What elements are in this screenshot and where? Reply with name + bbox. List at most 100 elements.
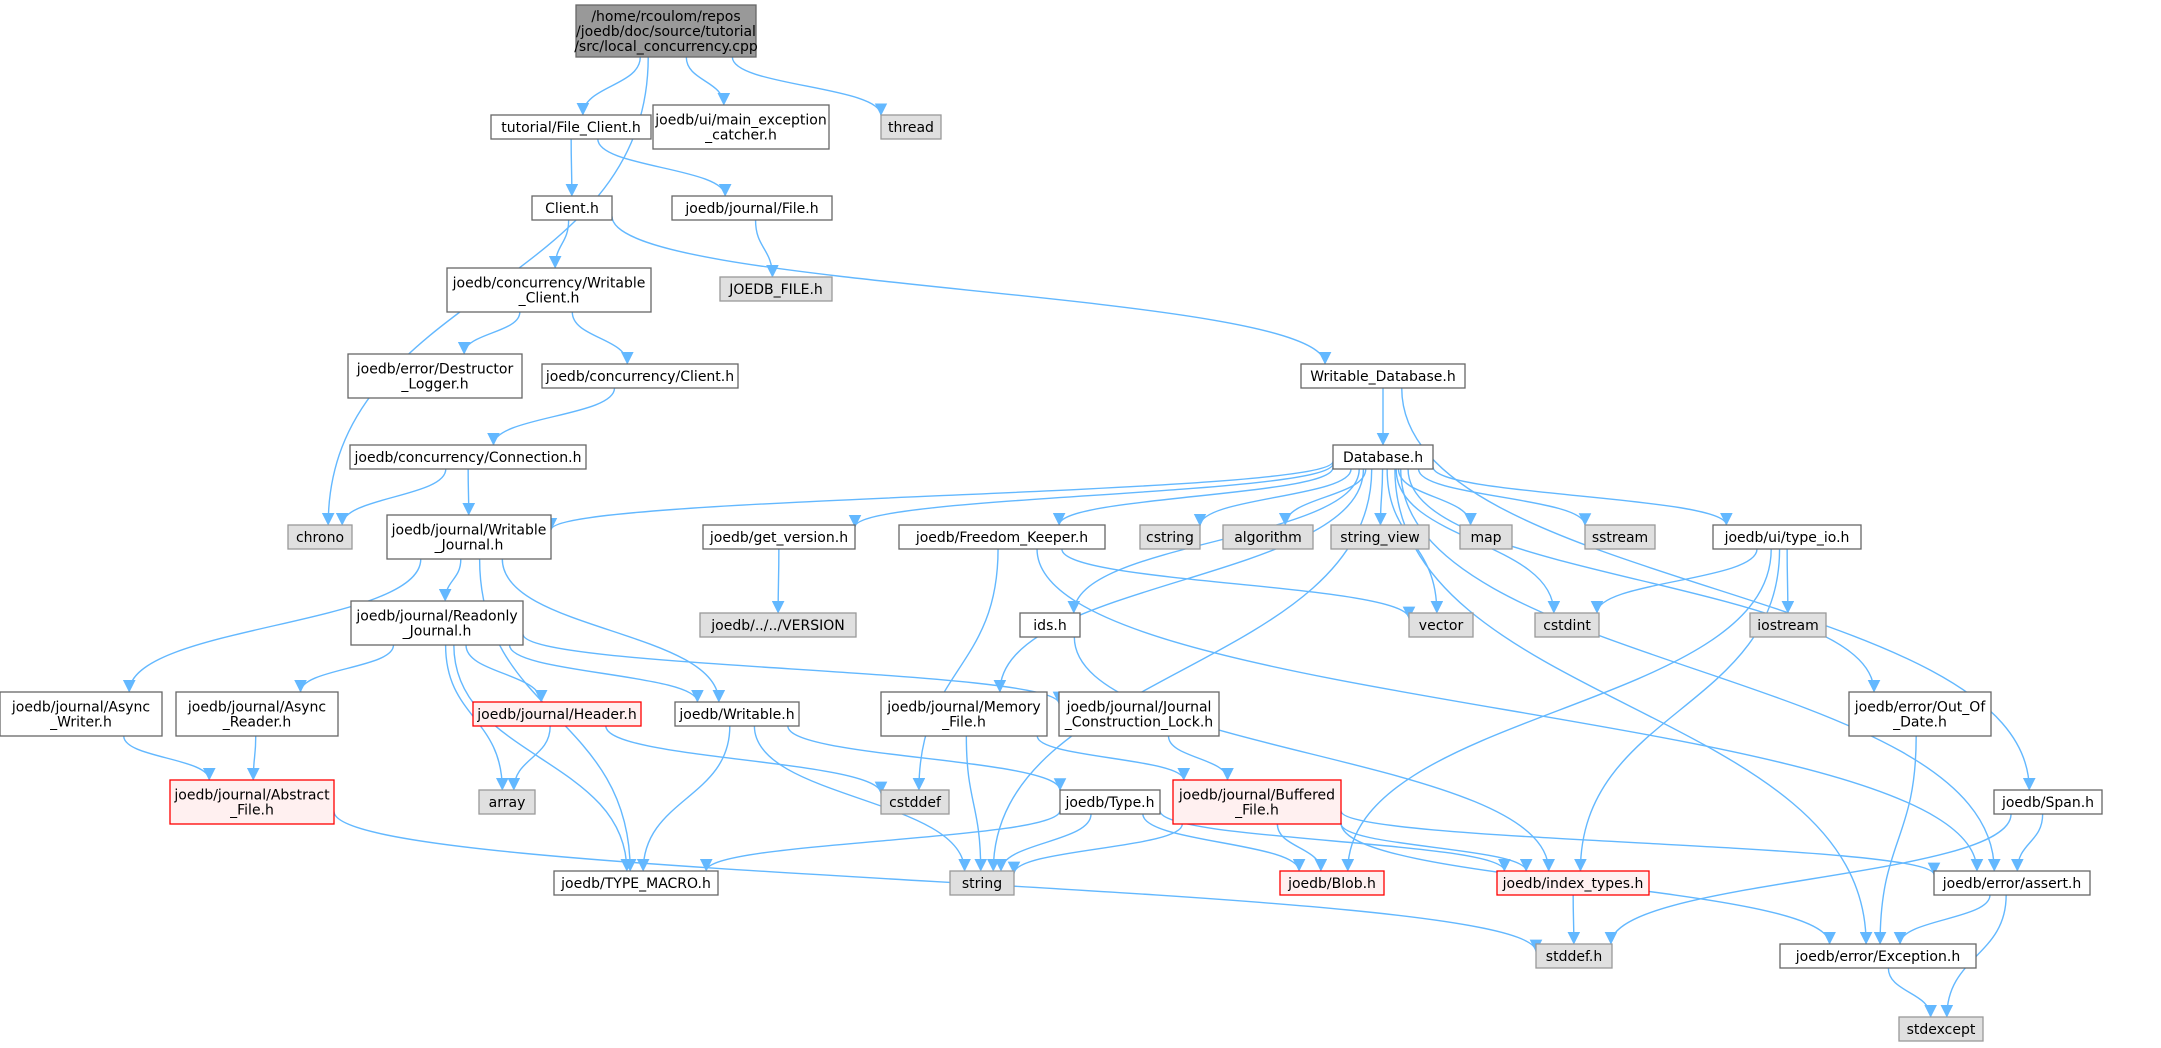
node-span[interactable]: joedb/Span.h (1993, 789, 2103, 815)
node-label-line: joedb/get_version.h (709, 530, 848, 546)
node-writable-database[interactable]: Writable_Database.h (1300, 363, 1466, 389)
node-label-line: chrono (296, 530, 344, 546)
node-box (880, 114, 942, 140)
edge-construction_lock-to-buffered_file (1167, 735, 1234, 781)
node-map: map (1459, 524, 1513, 550)
node-label-line: joedb/journal/Header.h (476, 707, 636, 723)
node-label-line: joedb/concurrency/Writable (452, 276, 646, 292)
node-box (1898, 1016, 1984, 1042)
edge-database-to-ids (1067, 468, 1360, 614)
node-type-macro[interactable]: joedb/TYPE_MACRO.h (553, 870, 719, 896)
edge-readonly_journal-to-type_macro (453, 644, 634, 872)
edge-connection-to-writable_journal (462, 468, 476, 516)
node-label-line: joedb/Span.h (2001, 795, 2094, 811)
node-get-version[interactable]: joedb/get_version.h (702, 524, 856, 550)
node-memory-file[interactable]: joedb/journal/Memory_File.h (880, 691, 1048, 737)
node-string-view: string_view (1330, 524, 1430, 550)
node-abstract-file[interactable]: joedb/journal/Abstract_File.h (169, 779, 335, 825)
node-box (699, 612, 857, 638)
node-exception[interactable]: joedb/error/Exception.h (1779, 943, 1977, 969)
edge-type_io-to-cstdint (1590, 548, 1758, 614)
node-writable-client[interactable]: joedb/concurrency/Writable_Client.h (446, 267, 652, 313)
node-writable-h[interactable]: joedb/Writable.h (674, 701, 800, 727)
node-destructor-logger[interactable]: joedb/error/Destructor_Logger.h (347, 353, 523, 399)
edge-readonly_journal-to-writable_h (508, 644, 704, 703)
node-readonly-journal[interactable]: joedb/journal/Readonly_Journal.h (350, 600, 524, 646)
node-label-line: thread (888, 120, 934, 136)
node-async-reader[interactable]: joedb/journal/Async_Reader.h (175, 691, 339, 737)
node-box (1222, 524, 1314, 550)
node-label-line: joedb/error/Exception.h (1795, 949, 1960, 965)
node-box (1712, 524, 1862, 550)
node-label-line: map (1470, 530, 1501, 546)
node-label-line: joedb/concurrency/Client.h (545, 369, 734, 385)
node-blob[interactable]: joedb/Blob.h (1279, 870, 1385, 896)
node-type-io[interactable]: joedb/ui/type_io.h (1712, 524, 1862, 550)
node-label-line: joedb/../../VERSION (710, 618, 844, 634)
node-layer: /home/rcoulom/repos/joedb/doc/source/tut… (0, 4, 2103, 1042)
node-label-line: _Reader.h (222, 715, 292, 731)
node-freedom-keeper[interactable]: joedb/Freedom_Keeper.h (898, 524, 1106, 550)
edge-buffered_file-to-index_types (1340, 823, 1533, 872)
node-main-exception-catcher[interactable]: joedb/ui/main_exception_catcher.h (652, 104, 830, 150)
edge-writable_h-to-type_macro (636, 725, 731, 872)
node-type-h[interactable]: joedb/Type.h (1059, 789, 1161, 815)
edge-type_io-to-index_types (1574, 548, 1781, 872)
edge-root-to-tutorial_file_client (576, 56, 641, 116)
node-out-of-date[interactable]: joedb/error/Out_Of_Date.h (1848, 691, 1992, 737)
node-label-line: vector (1419, 618, 1464, 634)
node-label-line: joedb/Freedom_Keeper.h (915, 530, 1088, 546)
node-tutorial-file-client[interactable]: tutorial/File_Client.h (490, 114, 652, 140)
edge-assert-to-exception (1893, 894, 1991, 945)
node-label-line: joedb/journal/Buffered (1178, 788, 1335, 804)
edge-client_h-to-writable_database (611, 216, 1332, 365)
node-root[interactable]: /home/rcoulom/repos/joedb/doc/source/tut… (574, 4, 758, 58)
node-box (1848, 691, 1992, 737)
node-label-line: joedb/error/Out_Of (1854, 700, 1987, 716)
node-label-line: _File.h (229, 803, 274, 819)
edge-buffered_file-to-string (1007, 823, 1184, 875)
node-database[interactable]: Database.h (1332, 444, 1434, 470)
edge-freedom_keeper-to-vector (1061, 548, 1416, 620)
edge-writable_journal-to-readonly_journal (438, 558, 462, 602)
node-writable-journal[interactable]: joedb/journal/Writable_Journal.h (386, 514, 552, 560)
edge-tutorial_file_client-to-journal_file (597, 138, 732, 197)
node-buffered-file[interactable]: joedb/journal/Buffered_File.h (1172, 779, 1342, 825)
node-label-line: cstdint (1543, 618, 1591, 634)
node-box (1496, 870, 1650, 896)
node-label-line: string_view (1340, 530, 1419, 546)
node-box (1779, 943, 1977, 969)
node-async-writer[interactable]: joedb/journal/Async_Writer.h (0, 691, 163, 737)
node-chrono: chrono (287, 524, 353, 550)
edge-root-to-thread (731, 56, 888, 116)
node-header[interactable]: joedb/journal/Header.h (472, 701, 642, 727)
node-label-line: Database.h (1343, 450, 1423, 466)
node-index-types[interactable]: joedb/index_types.h (1496, 870, 1650, 896)
node-label-line: joedb/error/Destructor (356, 362, 514, 378)
node-cstddef: cstddef (880, 789, 950, 815)
node-box (1534, 612, 1600, 638)
edge-async_writer-to-abstract_file (123, 735, 216, 781)
node-construction-lock[interactable]: joedb/journal/Journal_Construction_Lock.… (1058, 691, 1220, 737)
node-concurrency-client[interactable]: joedb/concurrency/Client.h (541, 363, 739, 389)
node-label-line: JOEDB_FILE.h (728, 282, 823, 298)
node-label-line: _File.h (941, 715, 986, 731)
node-ids[interactable]: ids.h (1019, 612, 1081, 638)
node-label-line: cstddef (889, 795, 942, 811)
node-box (1300, 363, 1466, 389)
node-box (880, 789, 950, 815)
node-label-line: string (962, 876, 1002, 892)
node-label-line: _Writer.h (49, 715, 112, 731)
edge-exception-to-stdexcept (1887, 967, 1937, 1018)
node-label-line: _Journal.h (434, 538, 504, 554)
node-label-line: Writable_Database.h (1310, 369, 1455, 385)
node-connection[interactable]: joedb/concurrency/Connection.h (349, 444, 587, 470)
node-box (169, 779, 335, 825)
node-client-h[interactable]: Client.h (531, 195, 613, 221)
node-box (1749, 612, 1827, 638)
node-assert[interactable]: joedb/error/assert.h (1933, 870, 2091, 896)
node-stddef: stddef.h (1535, 943, 1613, 969)
node-box (1332, 444, 1434, 470)
edge-database-to-sstream (1417, 468, 1592, 526)
node-journal-file[interactable]: joedb/journal/File.h (671, 195, 833, 221)
